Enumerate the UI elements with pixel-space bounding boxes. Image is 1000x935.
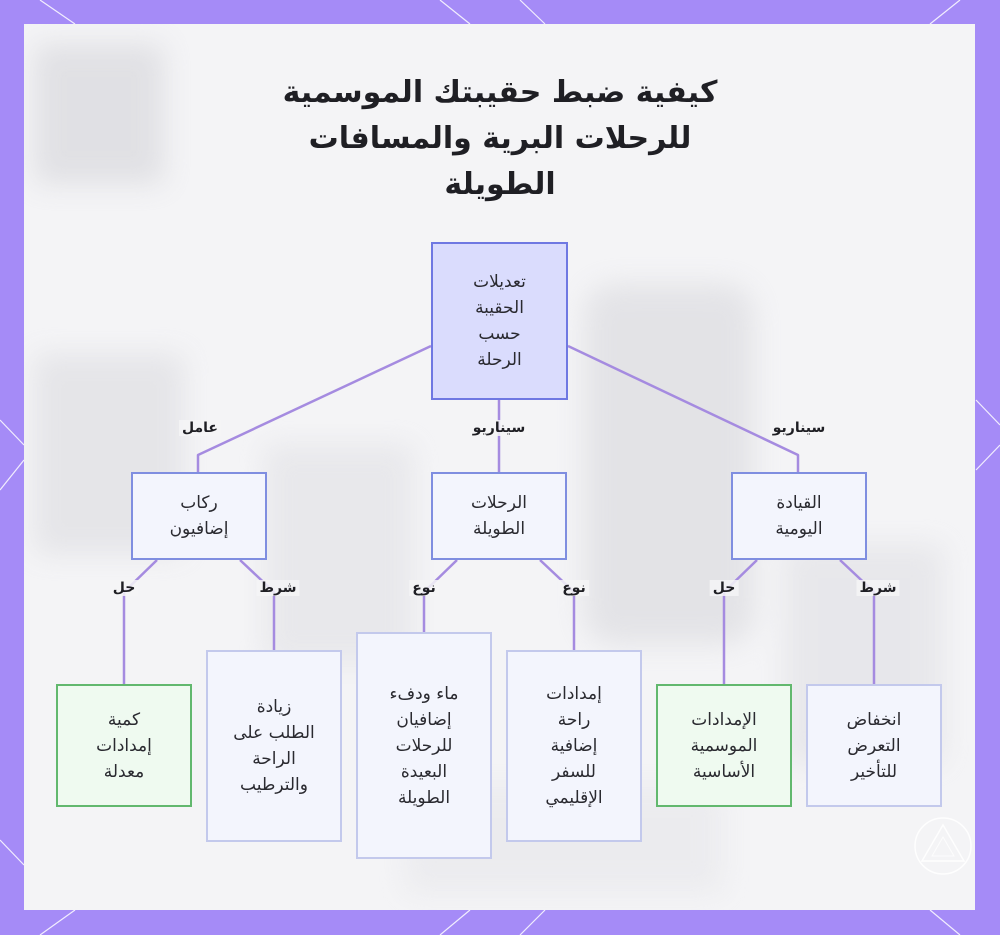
node-daily-driving-label: القيادة اليومية — [775, 493, 823, 539]
node-water-warmth: ماء ودفء إضافيان للرحلات البعيدة الطويلة — [356, 632, 492, 859]
edge-label-condition-passengers: شرط — [256, 580, 300, 596]
edge-long-comfort — [539, 559, 576, 650]
node-root: تعديلات الحقيبة حسب الرحلة — [431, 242, 568, 400]
node-increased-demand-label: زيادة الطلب على الراحة والترطيب — [233, 697, 315, 795]
node-low-exposure: انخفاض التعرض للتأخير — [806, 684, 942, 807]
edge-root-passengers — [196, 344, 432, 472]
edge-label-scenario-daily: سيناريو — [769, 420, 829, 436]
node-basic-seasonal-label: الإمدادات الموسمية الأساسية — [690, 709, 758, 782]
edge-label-type-comfort: نوع — [559, 580, 589, 596]
edge-root-daily — [567, 344, 800, 472]
edge-daily-basic — [722, 559, 758, 684]
node-increased-demand: زيادة الطلب على الراحة والترطيب — [206, 650, 342, 842]
edge-long-water — [422, 559, 458, 632]
node-long-trips-label: الرحلات الطويلة — [471, 493, 527, 539]
node-extra-passengers-label: ركاب إضافيون — [169, 493, 229, 539]
edge-passengers-adjusted — [122, 559, 158, 684]
node-low-exposure-label: انخفاض التعرض للتأخير — [846, 709, 902, 782]
edge-label-type-water: نوع — [409, 580, 439, 596]
watermark-triangle-icon — [914, 817, 972, 875]
edge-daily-exposure — [839, 559, 876, 684]
node-long-trips: الرحلات الطويلة — [431, 472, 567, 560]
edge-label-factor: عامل — [179, 420, 221, 436]
node-daily-driving: القيادة اليومية — [731, 472, 867, 560]
edge-label-solution-daily: حل — [709, 580, 739, 596]
title-text: كيفية ضبط حقيبتك الموسمية للرحلات البرية… — [282, 75, 718, 202]
node-comfort-supplies: إمدادات راحة إضافية للسفر الإقليمي — [506, 650, 642, 842]
edge-label-solution-passengers: حل — [109, 580, 139, 596]
node-basic-seasonal: الإمدادات الموسمية الأساسية — [656, 684, 792, 807]
node-extra-passengers: ركاب إضافيون — [131, 472, 267, 560]
node-adjusted-supplies: كمية إمدادات معدلة — [56, 684, 192, 807]
edge-label-scenario-long: سيناريو — [469, 420, 529, 436]
diagram-title: كيفية ضبط حقيبتك الموسمية للرحلات البرية… — [250, 70, 750, 208]
node-water-warmth-label: ماء ودفء إضافيان للرحلات البعيدة الطويلة — [389, 683, 459, 808]
node-comfort-supplies-label: إمدادات راحة إضافية للسفر الإقليمي — [545, 684, 603, 808]
edge-passengers-demand — [239, 559, 276, 650]
node-root-label: تعديلات الحقيبة حسب الرحلة — [473, 272, 526, 370]
edge-label-condition-daily: شرط — [856, 580, 900, 596]
node-adjusted-supplies-label: كمية إمدادات معدلة — [96, 709, 152, 782]
